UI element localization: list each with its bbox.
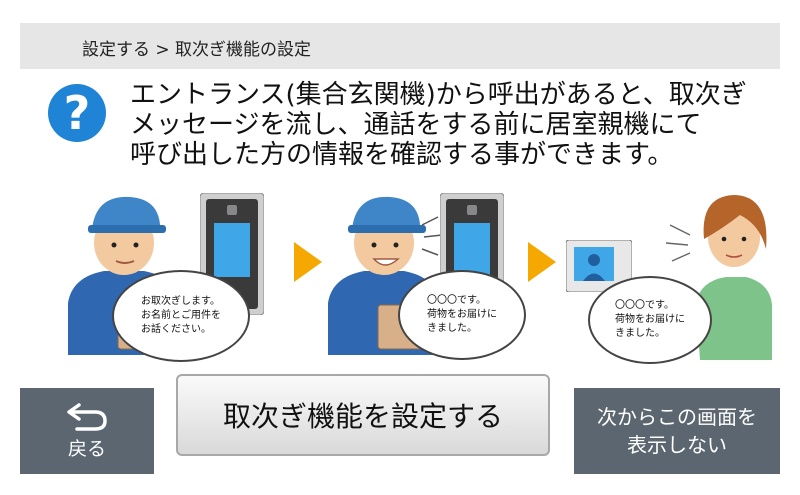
bubble-2-line-3: きました。: [427, 323, 477, 334]
set-forwarding-function-button[interactable]: 取次ぎ機能を設定する: [176, 374, 550, 456]
back-arrow-icon: [67, 402, 107, 431]
breadcrumb: 設定する > 取次ぎ機能の設定: [20, 23, 780, 69]
do-not-show-again-button[interactable]: 次からこの画面を 表示しない: [574, 388, 780, 474]
set-forwarding-function-label: 取次ぎ機能を設定する: [222, 400, 503, 433]
bubble-1-line-1: お取次ぎします。: [141, 296, 220, 307]
bubble-2-line-2: 荷物をお届けに: [427, 309, 497, 320]
bubble-3-line-2: 荷物をお届けに: [615, 314, 685, 325]
speech-bubble-2: 〇〇〇です。 荷物をお届けに きました。: [398, 270, 526, 360]
description-line-3: 呼び出した方の情報を確認する事ができます。: [130, 140, 674, 170]
right-arrow-icon: [294, 242, 322, 282]
room-monitor-illustration: [566, 240, 632, 292]
bubble-2-line-1: 〇〇〇です。: [427, 295, 486, 306]
breadcrumb-text: 設定する > 取次ぎ機能の設定: [82, 40, 312, 60]
bubble-3-line-3: きました。: [615, 328, 665, 339]
description-text: エントランス(集合玄関機)から呼出があると、取次ぎ メッセージを流し、通話をする…: [130, 80, 780, 170]
description-line-2: メッセージを流し、通話をする前に居室親機にて: [130, 110, 702, 140]
back-button[interactable]: 戻る: [20, 388, 154, 474]
bubble-3-line-1: 〇〇〇です。: [615, 300, 674, 311]
description-line-1: エントランス(集合玄関機)から呼出があると、取次ぎ: [130, 80, 747, 110]
bubble-1-line-3: お話ください。: [141, 324, 211, 335]
speech-bubble-1: お取次ぎします。 お名前とご用件を お話ください。: [112, 270, 250, 362]
do-not-show-again-line-2: 表示しない: [627, 433, 727, 457]
speech-bubble-3: 〇〇〇です。 荷物をお届けに きました。: [588, 276, 712, 364]
question-icon: ?: [48, 84, 106, 142]
right-arrow-icon: [528, 242, 556, 282]
bubble-1-line-2: お名前とご用件を: [141, 310, 221, 321]
do-not-show-again-line-1: 次からこの画面を: [597, 405, 757, 429]
back-button-label: 戻る: [67, 437, 106, 460]
resident-illustration: [665, 195, 772, 360]
